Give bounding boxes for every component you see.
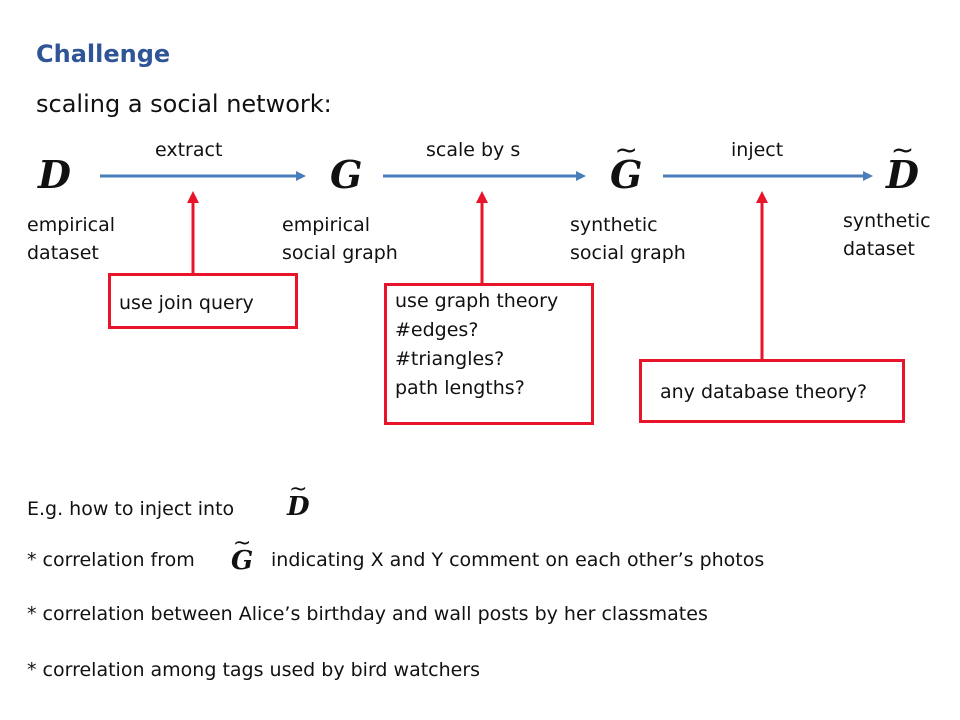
tilde-mark: ~ (289, 477, 308, 502)
correlation-3-line: * correlation among tags used by bird wa… (27, 659, 481, 681)
node-d-label: empirical dataset (27, 211, 115, 267)
label-line: social graph (282, 242, 398, 264)
box-line: #edges? (395, 319, 479, 341)
label-line: dataset (27, 242, 99, 264)
symbol-letter: D (38, 152, 71, 197)
tilde-mark: ~ (232, 531, 252, 556)
edge-label-inject: inject (731, 139, 784, 161)
edge-label-scale: scale by s (426, 139, 521, 161)
graph-theory-box: use graph theory #edges? #triangles? pat… (384, 283, 594, 425)
label-line: social graph (570, 242, 686, 264)
symbol-letter: G (231, 546, 254, 576)
edge-label-extract: extract (155, 139, 223, 161)
label-line: synthetic (570, 214, 658, 236)
symbol-letter: G (330, 152, 363, 197)
inline-d-tilde-symbol: ~ D (287, 479, 310, 522)
correlation-1-prefix: * correlation from (27, 549, 195, 571)
box-line: #triangles? (395, 348, 505, 370)
correlation-1-suffix: indicating X and Y comment on each other… (271, 549, 765, 571)
box-line: use graph theory (395, 290, 559, 312)
symbol-letter: D (287, 492, 310, 522)
node-g-symbol: G (330, 156, 362, 194)
label-line: dataset (843, 238, 915, 260)
node-g-tilde-symbol: ~ G (610, 136, 642, 194)
box-text: any database theory? (660, 381, 868, 403)
box-text: use join query (119, 292, 254, 314)
label-line: empirical (27, 214, 115, 236)
node-g-label: empirical social graph (282, 211, 398, 267)
label-line: synthetic (843, 210, 931, 232)
tilde-mark: ~ (614, 133, 638, 166)
symbol-letter: G (610, 152, 643, 197)
join-query-box: use join query (108, 273, 298, 329)
node-d-tilde-label: synthetic dataset (843, 207, 931, 263)
correlation-2-line: * correlation between Alice’s birthday a… (27, 603, 708, 625)
node-g-tilde-label: synthetic social graph (570, 211, 686, 267)
slide-subtitle: scaling a social network: (36, 90, 332, 118)
tilde-mark: ~ (890, 133, 915, 166)
slide-title: Challenge (36, 40, 171, 68)
node-d-tilde-symbol: ~ D (886, 136, 919, 194)
box-line: path lengths? (395, 377, 525, 399)
database-theory-box: any database theory? (639, 359, 905, 423)
node-d-symbol: D (38, 156, 71, 194)
eg-line: E.g. how to inject into (27, 498, 235, 520)
label-line: empirical (282, 214, 370, 236)
inline-g-tilde-symbol: ~ G (231, 533, 254, 576)
symbol-letter: D (886, 152, 919, 197)
